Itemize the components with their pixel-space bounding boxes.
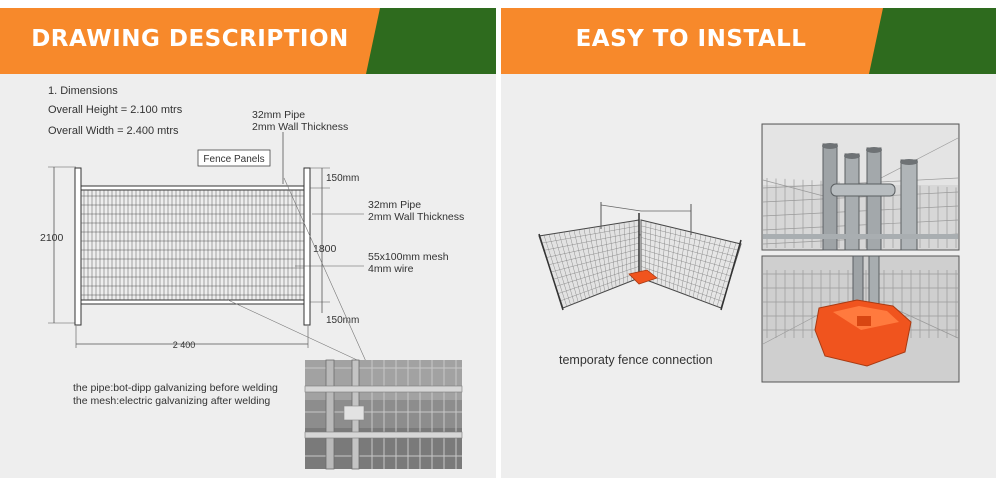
note-pipe: the pipe:bot-dipp galvanizing before wel… xyxy=(73,382,278,394)
mesh-label-line2: 4mm wire xyxy=(368,263,414,275)
fence-connection-sketch xyxy=(538,202,742,311)
drawing-description-title: DRAWING DESCRIPTION xyxy=(31,26,349,52)
pipe-side-label-line2: 2mm Wall Thickness xyxy=(368,211,464,223)
pipe-top-label-line1: 32mm Pipe xyxy=(252,109,305,121)
detail-photo xyxy=(304,359,463,470)
right-upright xyxy=(303,167,311,326)
top-gap-label: 150mm xyxy=(326,173,359,184)
drawing-description-panel: DRAWING DESCRIPTION 1. Dimensions Overal… xyxy=(0,8,496,478)
dimensions-heading: 1. Dimensions xyxy=(48,85,118,97)
height-total-label: 2100 xyxy=(40,232,64,244)
mesh-grid xyxy=(81,190,304,300)
pipe-side-label-line1: 32mm Pipe xyxy=(368,199,421,211)
bottom-gap-label: 150mm xyxy=(326,315,359,326)
orange-base-photo xyxy=(761,255,960,383)
fence-panels-box xyxy=(197,149,271,167)
connection-caption: temporaty fence connection xyxy=(559,353,713,367)
top-rail xyxy=(80,185,305,191)
overall-height-text: Overall Height = 2.100 mtrs xyxy=(48,104,183,116)
fence-drawing: 1. Dimensions Overall Height = 2.100 mtr… xyxy=(40,85,464,470)
fence-panels-label: Fence Panels xyxy=(203,154,264,165)
left-upright xyxy=(74,167,82,326)
mesh-height-label: 1800 xyxy=(313,243,337,255)
banner-background-right xyxy=(501,8,996,74)
mesh-label-line1: 55x100mm mesh xyxy=(368,251,449,263)
connector-clamp-photo xyxy=(761,123,960,251)
banner-background xyxy=(0,8,496,74)
installation-illustrations: temporaty fence connection xyxy=(538,123,960,383)
easy-to-install-title: EASY TO INSTALL xyxy=(575,26,807,52)
note-mesh: the mesh:electric galvanizing after weld… xyxy=(73,395,270,407)
easy-to-install-panel: EASY TO INSTALL temporaty fence connecti… xyxy=(501,8,996,478)
width-label: 2 400 xyxy=(173,340,196,350)
bottom-rail xyxy=(80,299,305,305)
pipe-top-label-line2: 2mm Wall Thickness xyxy=(252,121,348,133)
overall-width-text: Overall Width = 2.400 mtrs xyxy=(48,125,179,137)
